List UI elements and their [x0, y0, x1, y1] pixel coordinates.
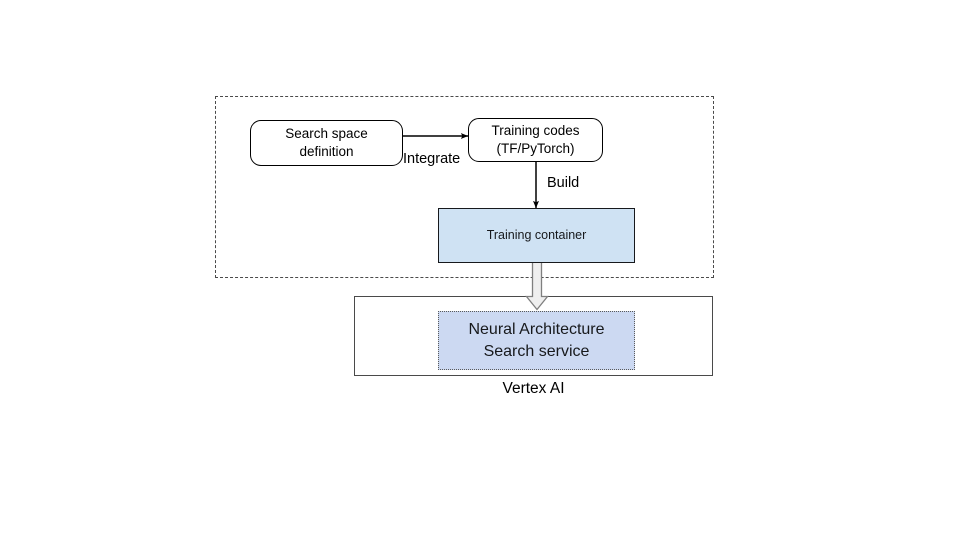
node-training-codes-text: Training codes (TF/PyTorch)	[491, 122, 579, 158]
node-training-container-label: Training container	[486, 228, 587, 242]
node-nas-service-text: Neural Architecture Search service	[468, 319, 604, 363]
node-training-codes-line1: Training codes	[491, 123, 580, 138]
node-search-space-text: Search space definition	[285, 125, 368, 161]
group-vertex-ai-label: Vertex AI	[502, 380, 565, 397]
node-search-space-line2: definition	[299, 144, 354, 159]
node-search-space-line1: Search space	[285, 126, 368, 141]
edge-label-build: Build	[547, 175, 580, 191]
node-training-codes-line2: (TF/PyTorch)	[496, 141, 575, 156]
edge-label-integrate: Integrate	[403, 151, 461, 167]
node-training-container: Training container	[438, 208, 635, 263]
node-nas-service-line1: Neural Architecture	[468, 320, 605, 338]
group-user-side	[215, 96, 714, 278]
node-neural-architecture-search-service: Neural Architecture Search service	[438, 311, 635, 370]
node-search-space-definition: Search space definition	[250, 120, 403, 166]
node-training-codes: Training codes (TF/PyTorch)	[468, 118, 603, 162]
node-nas-service-line2: Search service	[483, 342, 590, 360]
